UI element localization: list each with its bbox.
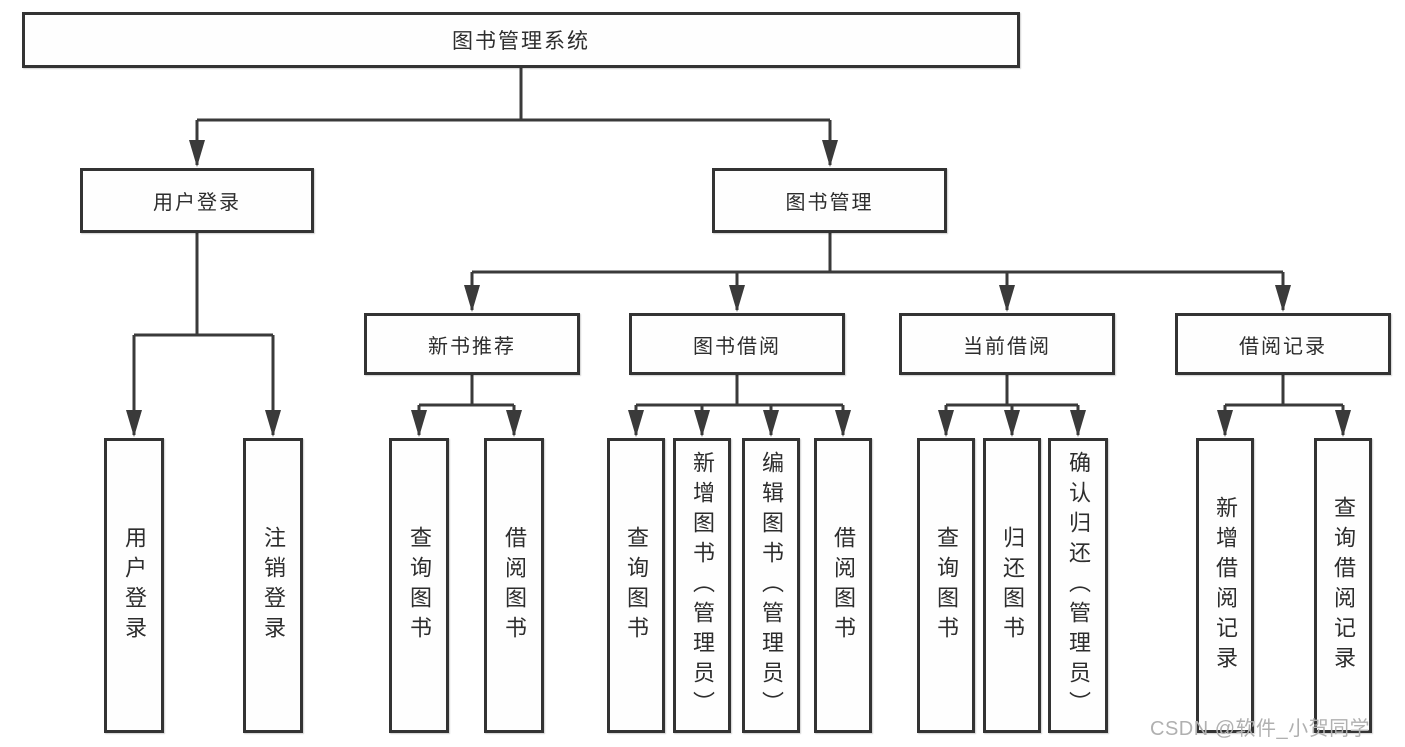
leaf-borrow-books: 借阅图书 (814, 438, 872, 733)
arrowhead-icon (265, 410, 281, 437)
node-label: 当前借阅 (963, 335, 1051, 358)
leaf-query-books-current: 查询图书 (917, 438, 975, 733)
leaf-logout: 注销登录 (243, 438, 303, 733)
node-book-borrowing: 图书借阅 (629, 313, 845, 375)
leaf-user-login: 用户登录 (104, 438, 164, 733)
arrowhead-icon (411, 410, 427, 437)
arrowhead-icon (464, 285, 480, 312)
node-label: 借阅记录 (1239, 335, 1327, 358)
leaf-return-book: 归还图书 (983, 438, 1041, 733)
node-borrowing-records: 借阅记录 (1175, 313, 1391, 375)
arrowhead-icon (694, 410, 710, 437)
arrowhead-icon (1004, 410, 1020, 437)
node-label: 查询借阅记录 (1331, 495, 1356, 676)
leaf-query-borrow-record: 查询借阅记录 (1314, 438, 1372, 733)
arrowhead-icon (822, 140, 838, 167)
node-label: 编辑图书（管理员） (759, 450, 784, 721)
arrowhead-icon (835, 410, 851, 437)
leaf-confirm-return-admin: 确认归还（管理员） (1048, 438, 1108, 733)
node-label: 图书管理系统 (452, 30, 590, 53)
node-label: 新增借阅记录 (1213, 495, 1238, 676)
node-label: 查询图书 (934, 525, 959, 646)
arrowhead-icon (1070, 410, 1086, 437)
node-label: 查询图书 (624, 525, 649, 646)
node-book-management: 图书管理 (712, 168, 947, 233)
node-new-book-recommend: 新书推荐 (364, 313, 580, 375)
arrowhead-icon (999, 285, 1015, 312)
connector-path (132, 68, 1345, 435)
arrowhead-icon (1275, 285, 1291, 312)
leaf-query-books-borrowing: 查询图书 (607, 438, 665, 733)
leaf-borrow-books-recommend: 借阅图书 (484, 438, 544, 733)
node-current-borrowing: 当前借阅 (899, 313, 1115, 375)
leaf-add-book-admin: 新增图书（管理员） (673, 438, 731, 733)
node-label: 注销登录 (261, 525, 286, 646)
node-label: 归还图书 (1000, 525, 1025, 646)
node-label: 用户登录 (122, 525, 147, 646)
node-label: 新书推荐 (428, 335, 516, 358)
node-label: 图书管理 (785, 192, 874, 214)
node-user-login: 用户登录 (80, 168, 314, 233)
node-library-management-system: 图书管理系统 (22, 12, 1020, 68)
node-label: 借阅图书 (502, 525, 527, 646)
arrowhead-icon (763, 410, 779, 437)
arrowhead-icon (189, 140, 205, 167)
arrowhead-icon (628, 410, 644, 437)
arrowhead-icon (938, 410, 954, 437)
watermark: CSDN @软件_小贺同学 (1150, 718, 1371, 740)
arrowhead-icon (506, 410, 522, 437)
node-label: 查询图书 (407, 525, 432, 646)
arrowhead-icon (1335, 410, 1351, 437)
node-label: 用户登录 (153, 192, 241, 214)
node-label: 图书借阅 (693, 335, 781, 358)
leaf-add-borrow-record: 新增借阅记录 (1196, 438, 1254, 733)
arrowhead-icon (729, 285, 745, 312)
node-label: 借阅图书 (831, 525, 856, 646)
node-label: 新增图书（管理员） (690, 450, 715, 721)
leaf-query-books-recommend: 查询图书 (389, 438, 449, 733)
arrowhead-icon (1217, 410, 1233, 437)
node-label: 确认归还（管理员） (1066, 450, 1091, 721)
leaf-edit-book-admin: 编辑图书（管理员） (742, 438, 800, 733)
arrowhead-icon (126, 410, 142, 437)
